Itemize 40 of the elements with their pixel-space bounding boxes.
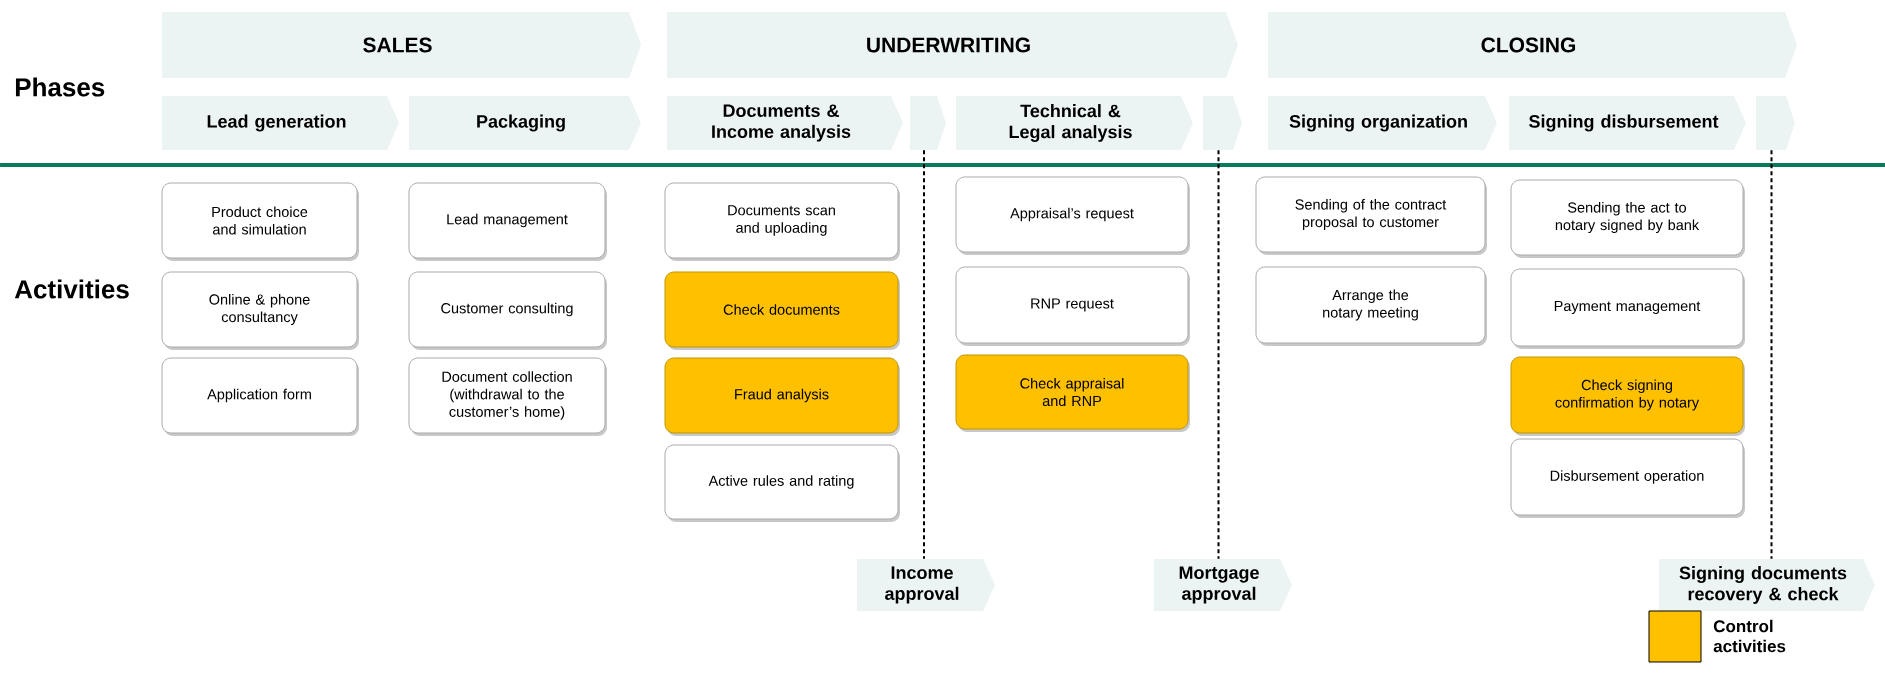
- subphase-band: Documents & Income analysis: [667, 96, 903, 150]
- dashed-line: [1770, 149, 1773, 560]
- activity-box: Document collection (withdrawal to the customer’s home): [408, 357, 607, 436]
- phase-band: SALES: [162, 12, 641, 78]
- activity-box: Lead management: [408, 182, 607, 261]
- step-band: [1756, 96, 1795, 150]
- row-heading: Phases: [15, 77, 105, 97]
- milestone-band: Mortgage approval: [1154, 559, 1292, 611]
- row-heading: Activities: [14, 279, 129, 299]
- dashed-line: [1217, 149, 1220, 560]
- subphase-band: Packaging: [409, 96, 641, 150]
- phase-band: CLOSING: [1268, 12, 1797, 78]
- phase-band: UNDERWRITING: [667, 12, 1238, 78]
- activity-box: Payment management: [1510, 268, 1745, 349]
- subphase-band: Lead generation: [162, 96, 399, 150]
- activity-box: Disbursement operation: [1510, 438, 1745, 518]
- activity-box: RNP request: [955, 266, 1190, 346]
- step-band: [910, 96, 946, 150]
- activity-box: Fraud analysis: [664, 357, 900, 436]
- step-band: [1203, 96, 1242, 150]
- activity-box: Check documents: [664, 271, 900, 350]
- activity-box: Check signing confirmation by notary: [1510, 356, 1745, 436]
- activity-box: Sending the act to notary signed by bank: [1510, 179, 1745, 258]
- activity-box: Documents scan and uploading: [664, 182, 900, 261]
- milestone-band: Income approval: [857, 559, 995, 611]
- activity-box: Check appraisal and RNP: [955, 354, 1190, 432]
- subphase-band: Technical & Legal analysis: [956, 96, 1193, 150]
- activity-box: Online & phone consultancy: [161, 271, 359, 350]
- subphase-band: Signing organization: [1268, 96, 1497, 150]
- activity-box: Arrange the notary meeting: [1255, 266, 1487, 346]
- activity-box: Appraisal’s request: [955, 176, 1190, 255]
- dashed-line: [923, 149, 925, 560]
- activity-box: Customer consulting: [408, 271, 607, 350]
- activity-box: Product choice and simulation: [161, 182, 359, 261]
- subphase-band: Signing disbursement: [1509, 96, 1746, 150]
- milestone-band: Signing documents recovery & check: [1659, 559, 1875, 611]
- activity-box: Sending of the contract proposal to customer: [1255, 176, 1487, 255]
- activity-box: Application form: [161, 357, 359, 436]
- activity-box: Active rules and rating: [664, 444, 900, 522]
- legend-label: Control activities: [1713, 619, 1786, 653]
